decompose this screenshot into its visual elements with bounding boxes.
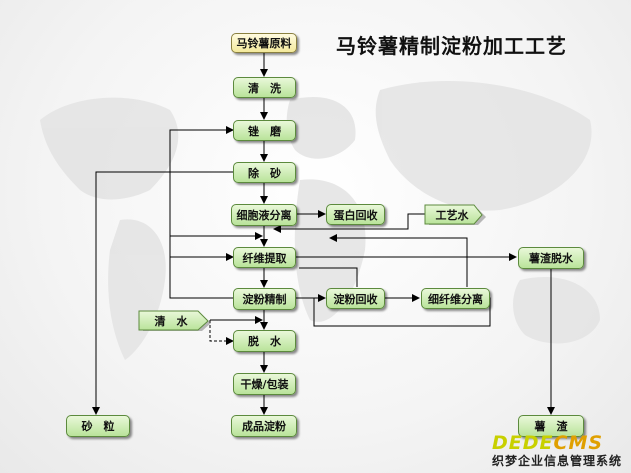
node-dewater: 脱 水 — [233, 330, 296, 352]
clean-water-label: 清 水 — [154, 315, 188, 328]
clean-water-arrow-shape — [138, 310, 211, 331]
node-dry-pack: 干燥/包装 — [233, 373, 296, 395]
edge-finefiber-to-fiber — [329, 234, 468, 287]
node-fiber-extraction: 纤维提取 — [233, 247, 296, 268]
node-starch-refining: 淀粉精制 — [233, 288, 296, 310]
node-desand: 除 砂 — [233, 162, 296, 183]
node-sand: 砂 粒 — [66, 415, 130, 437]
node-process-water: 工艺水 — [424, 204, 486, 226]
edge-refine-to-grind — [169, 126, 234, 299]
node-cell-separation: 细胞液分离 — [231, 204, 297, 226]
watermark-logo: DEDECMS — [492, 432, 604, 454]
node-protein-recovery: 蛋白回收 — [326, 204, 385, 225]
node-clean-water: 清 水 — [138, 310, 212, 332]
edge-cleanwater-dashed — [209, 320, 234, 345]
node-potato-residue: 薯 渣 — [518, 415, 584, 437]
node-raw-potato: 马铃薯原料 — [231, 33, 297, 53]
edge-processwater-to-fiber — [273, 213, 425, 233]
node-wash: 清 洗 — [233, 77, 296, 98]
node-starch-recovery: 淀粉回收 — [326, 288, 385, 309]
node-residue-dewater: 薯渣脱水 — [518, 247, 584, 269]
edge-desand-to-sand — [92, 171, 233, 415]
node-fine-fiber-separation: 细纤维分离 — [421, 288, 490, 309]
process-water-label: 工艺水 — [435, 209, 469, 222]
diagram-title: 马铃薯精制淀粉加工工艺 — [336, 34, 567, 58]
process-water-arrow-shape — [424, 204, 486, 225]
watermark-subtitle: 织梦企业信息管理系统 — [492, 454, 623, 468]
edge-starchrec-to-fiber — [299, 267, 358, 287]
node-finished-starch: 成品淀粉 — [231, 415, 297, 437]
node-grind: 锉 磨 — [233, 120, 296, 141]
